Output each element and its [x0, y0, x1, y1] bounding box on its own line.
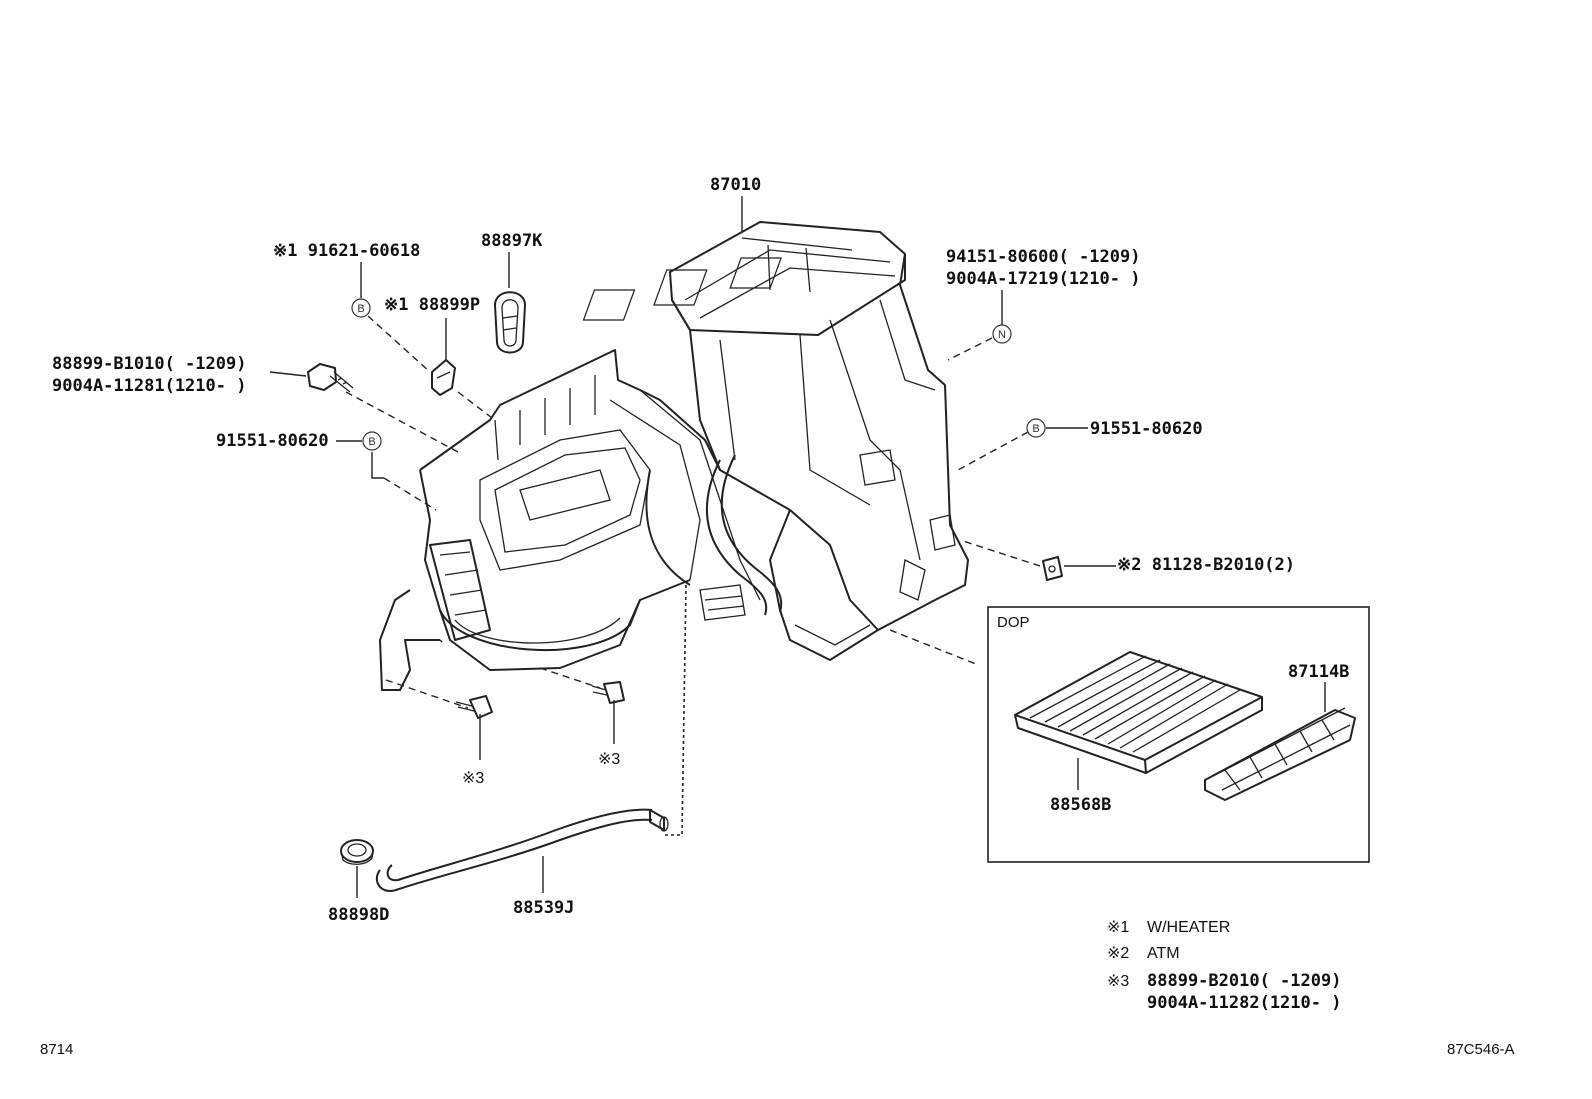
label-88897k: 88897K — [481, 231, 543, 251]
legend-note2-mark: ※2 — [1107, 945, 1129, 962]
svg-text:B: B — [1032, 423, 1039, 435]
label-9004a-17219: 9004A-17219(1210- ) — [946, 269, 1140, 289]
label-94151-80600: 94151-80600( -1209) — [946, 247, 1140, 267]
legend: ※1 W/HEATER ※2 ATM ※3 88899-B2010( -1209… — [1107, 919, 1341, 1013]
svg-text:B: B — [357, 303, 364, 315]
part-88539j-hose-drawing — [375, 808, 669, 892]
heater-unit-assembly-drawing — [379, 221, 969, 691]
label-81128-b2010: ※2 81128-B2010(2) — [1117, 555, 1295, 575]
legend-note2-text: ATM — [1147, 945, 1180, 962]
label-91621-60618: ※1 91621-60618 — [273, 241, 420, 261]
label-88899-b1010: 88899-B1010( -1209) — [52, 354, 246, 374]
label-87114b: 87114B — [1288, 662, 1349, 682]
legend-note1-text: W/HEATER — [1147, 919, 1230, 936]
part-88898d-grommet-drawing — [340, 839, 374, 865]
label-91551-80620-right: 91551-80620 — [1090, 419, 1203, 439]
label-87010: 87010 — [710, 175, 761, 195]
circled-marker-b-top: B — [351, 298, 371, 318]
svg-text:B: B — [368, 436, 375, 448]
label-88568b: 88568B — [1050, 795, 1111, 815]
label-dop: DOP — [997, 614, 1030, 631]
label-note3-left: ※3 — [462, 770, 484, 787]
part-88568b-filter-drawing — [1014, 651, 1263, 774]
label-91551-80620-left: 91551-80620 — [216, 431, 329, 451]
legend-note3-line1: 88899-B2010( -1209) — [1147, 971, 1341, 991]
part-87114b-cover-drawing — [1204, 707, 1356, 801]
svg-text:N: N — [998, 329, 1006, 341]
screw-88899-b1010-drawing — [307, 363, 354, 393]
leader-lines — [269, 196, 1326, 898]
legend-note3-line2: 9004A-11282(1210- ) — [1147, 993, 1341, 1013]
label-88898d: 88898D — [328, 905, 389, 925]
circled-marker-n-right: N — [992, 324, 1012, 344]
part-81128-b2010-drawing — [1042, 556, 1063, 581]
screw-note3-left-drawing — [455, 695, 493, 719]
legend-note1-mark: ※1 — [1107, 919, 1129, 936]
footer-left-code: 8714 — [40, 1041, 73, 1058]
dashed-lines — [345, 315, 1041, 836]
label-88539j: 88539J — [513, 898, 574, 918]
screw-note3-mid-drawing — [591, 681, 625, 704]
part-88897k-gasket-drawing — [494, 291, 526, 354]
legend-note3-mark: ※3 — [1107, 973, 1129, 990]
dop-box-frame — [987, 606, 1370, 863]
circled-marker-b-right: B — [1026, 418, 1046, 438]
part-88899p-clip-drawing — [431, 359, 456, 396]
label-note3-mid: ※3 — [598, 751, 620, 768]
circled-marker-b-left: B — [362, 431, 382, 451]
label-88899p: ※1 88899P — [384, 295, 480, 315]
footer-right-code: 87C546-A — [1447, 1041, 1515, 1058]
label-9004a-11281: 9004A-11281(1210- ) — [52, 376, 246, 396]
